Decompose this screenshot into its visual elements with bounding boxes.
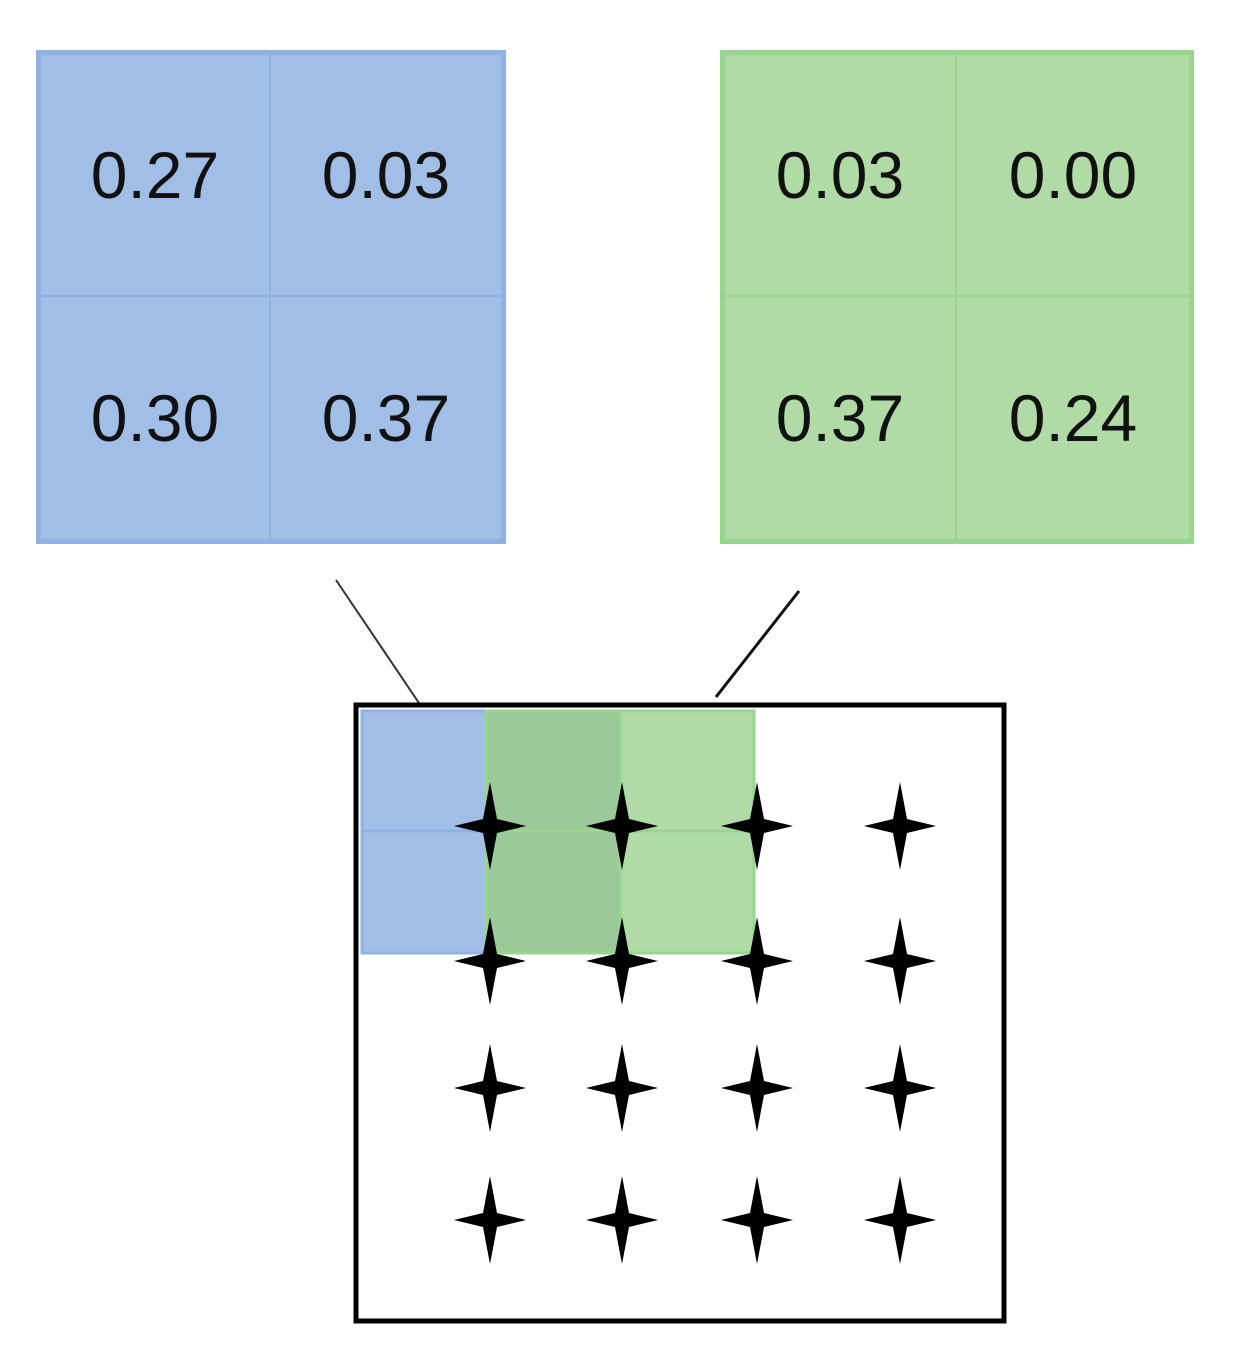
blue-weight-matrix: 0.27 0.03 0.30 0.37: [36, 50, 506, 544]
green-matrix-cell-1-1: 0.24: [1008, 381, 1138, 455]
blue-matrix-cell-0-0: 0.27: [41, 55, 271, 297]
four-point-star-icon: [863, 1044, 937, 1132]
green-matrix-cell-0-1: 0.00: [957, 55, 1189, 297]
green-sampling-region: [484, 709, 756, 955]
blue-sampling-region: [360, 709, 488, 955]
four-point-star-icon: [453, 917, 527, 1005]
green-region-cell-1-1: [618, 829, 756, 955]
four-point-star-icon: [863, 782, 937, 870]
four-point-star-icon: [453, 1176, 527, 1264]
green-connector-line: [714, 590, 801, 698]
blue-matrix-cell-1-1: 0.37: [321, 381, 451, 455]
blue-region-cell-bottom: [360, 829, 488, 955]
blue-region-cell-top: [360, 709, 488, 833]
four-point-star-icon: [585, 1044, 659, 1132]
four-point-star-icon: [453, 782, 527, 870]
four-point-star-icon: [453, 1044, 527, 1132]
blue-matrix-cell-1-0: 0.30: [41, 297, 271, 539]
four-point-star-icon: [863, 1176, 937, 1264]
green-region-cell-0-1: [618, 709, 756, 833]
four-point-star-icon: [720, 917, 794, 1005]
green-region-cell-1-0: [484, 829, 622, 955]
four-point-star-icon: [720, 1044, 794, 1132]
four-point-star-icon: [585, 782, 659, 870]
four-point-star-icon: [585, 1176, 659, 1264]
blue-connector-line: [335, 579, 422, 707]
four-point-star-icon: [720, 782, 794, 870]
green-weight-matrix: 0.03 0.00 0.37 0.24: [720, 50, 1194, 544]
four-point-star-icon: [863, 917, 937, 1005]
four-point-star-icon: [720, 1176, 794, 1264]
blue-matrix-cell-0-1: 0.03: [271, 55, 501, 297]
green-matrix-cell-1-0: 0.37: [725, 297, 957, 539]
green-matrix-cell-0-0: 0.03: [725, 55, 957, 297]
star-grid: [453, 782, 937, 1264]
four-point-star-icon: [585, 917, 659, 1005]
green-region-cell-0-0: [484, 709, 622, 833]
